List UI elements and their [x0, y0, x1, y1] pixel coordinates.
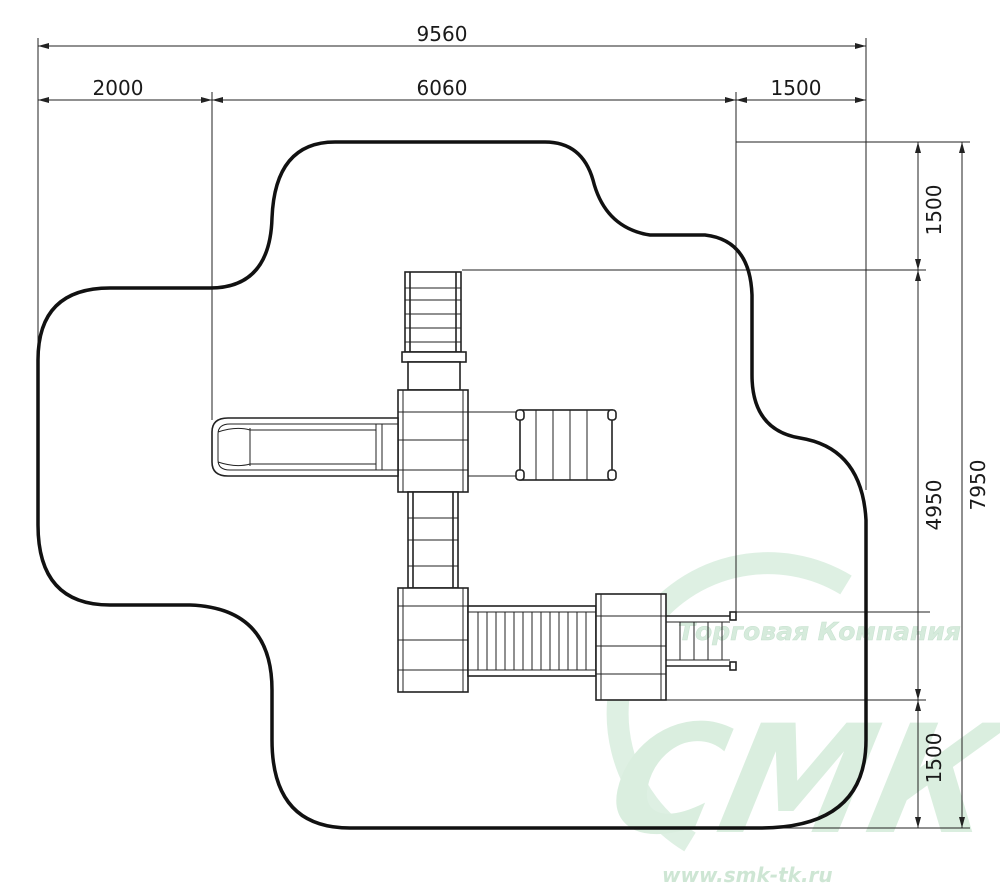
- top-ladder: [401, 271, 467, 391]
- slide: [211, 417, 399, 477]
- dim-bottom-offset: 1500: [922, 733, 946, 784]
- right-step-platform: [468, 409, 617, 481]
- dim-total-height: 7950: [966, 460, 990, 511]
- dim-left-offset: 2000: [93, 76, 144, 100]
- dim-structure-height: 4950: [922, 480, 946, 531]
- dim-total-width: 9560: [417, 22, 468, 46]
- upper-tower: [397, 389, 469, 493]
- watermark: Торговая Компания СМК www.smk-tk.ru: [596, 552, 1000, 887]
- playground-structure: [211, 271, 737, 701]
- watermark-logo: СМК: [596, 693, 1000, 868]
- dim-top-offset: 1500: [922, 185, 946, 236]
- safety-zone-outline: [36, 140, 868, 830]
- lower-left-tower: [397, 587, 469, 693]
- dimension-lines: [37, 38, 970, 829]
- lower-right-tower: [595, 593, 667, 701]
- dim-right-offset: 1500: [771, 76, 822, 100]
- watermark-url: www.smk-tk.ru: [662, 863, 833, 887]
- bridge: [467, 605, 597, 677]
- dim-structure-width: 6060: [417, 76, 468, 100]
- middle-connector: [407, 491, 459, 589]
- side-ladder: [666, 611, 737, 671]
